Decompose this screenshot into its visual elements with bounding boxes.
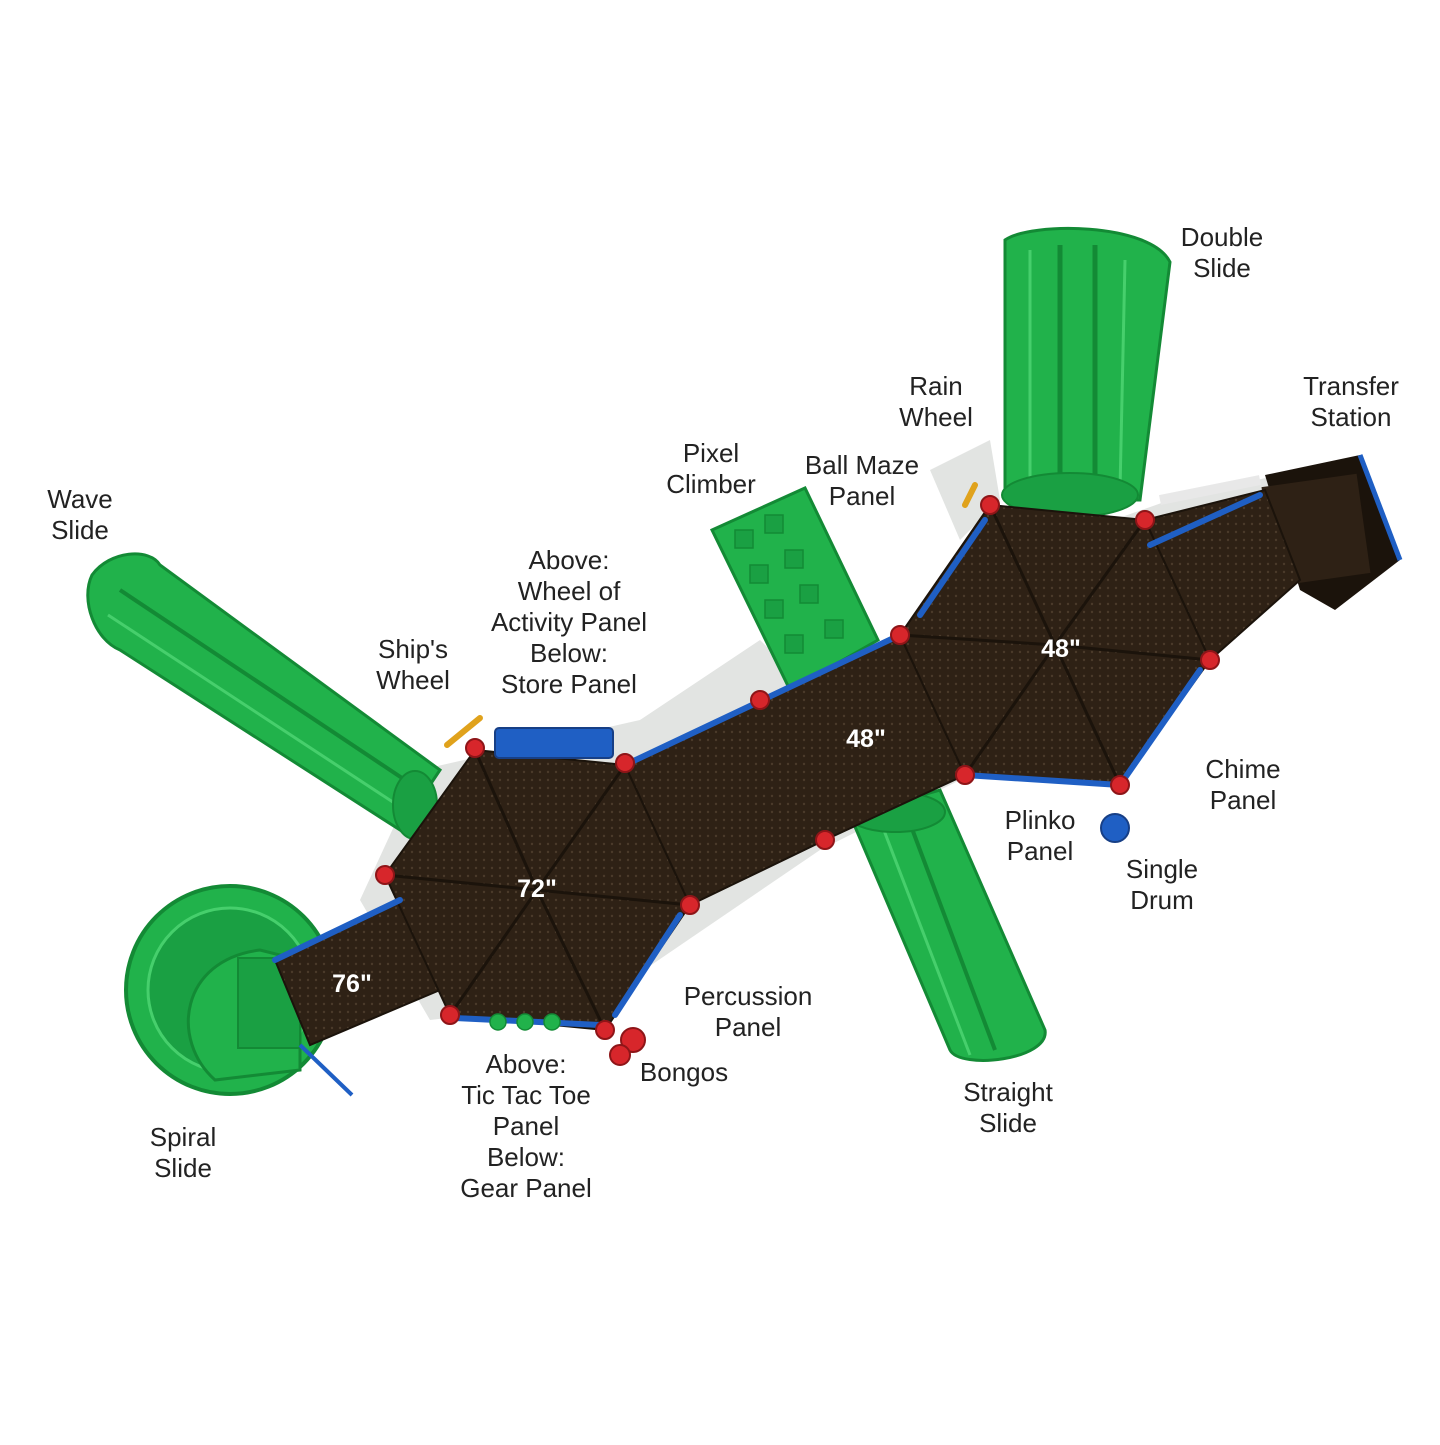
callout-double-slide-line: Slide <box>1193 253 1251 283</box>
straight-slide <box>844 788 1047 1062</box>
callout-double-slide-line: Double <box>1180 222 1264 252</box>
deck-structure <box>273 488 1302 1047</box>
callout-tic-tac-gear-panel-line: Tic Tac Toe <box>461 1080 591 1110</box>
callout-spiral-slide-line: Slide <box>154 1153 212 1183</box>
callout-wave-slide-line: Wave <box>47 484 113 514</box>
callout-rain-wheel-line: Wheel <box>899 402 973 432</box>
deck-height-main-hex: 72" <box>517 875 557 903</box>
callout-wheel-store-panel-line: Below: <box>529 638 609 668</box>
callout-ships-wheel-line: Ship's <box>377 634 449 664</box>
callout-rain-wheel-line: Rain <box>909 371 963 401</box>
callout-wave-slide-line: Slide <box>51 515 109 545</box>
callout-chime-panel-line: Panel <box>1209 785 1277 815</box>
callout-chime-panel-line: Chime <box>1205 754 1281 784</box>
callout-tic-tac-gear-panel-line: Above: <box>485 1049 567 1079</box>
callout-plinko-panel-line: Panel <box>1006 836 1074 866</box>
callout-pixel-climber-line: Climber <box>666 469 756 499</box>
wheel-store-panel <box>494 727 614 759</box>
callout-tic-tac-gear-panel-line: Panel <box>492 1111 560 1141</box>
wave-slide <box>86 552 443 840</box>
callout-straight-slide-line: Straight <box>963 1077 1053 1107</box>
callout-straight-slide-line: Slide <box>979 1108 1037 1138</box>
deck-height-right-hex: 48" <box>1041 635 1081 663</box>
deck-clamps <box>375 495 1220 1040</box>
callout-percussion-panel-line: Percussion <box>683 981 813 1011</box>
callout-plinko-panel-line: Plinko <box>1004 805 1076 835</box>
callout-pixel-climber-line: Pixel <box>682 438 740 468</box>
callout-wheel-store-panel-line: Wheel of <box>517 576 621 606</box>
callout-wheel-store-panel-line: Activity Panel <box>490 607 648 637</box>
callout-single-drum-line: Single <box>1125 854 1199 884</box>
callout-spiral-slide-line: Spiral <box>149 1122 217 1152</box>
pixel-climber <box>709 486 880 693</box>
double-slide <box>1001 227 1172 518</box>
callout-transfer-station-line: Transfer <box>1303 371 1399 401</box>
callout-wheel-store-panel-line: Store Panel <box>501 669 637 699</box>
callout-tic-tac-gear-panel-line: Below: <box>486 1142 566 1172</box>
bongos <box>609 1027 646 1066</box>
callout-bongos: Bongos <box>640 1057 728 1088</box>
callout-ball-maze-panel-line: Ball Maze <box>804 450 920 480</box>
callout-ships-wheel-line: Wheel <box>376 665 450 695</box>
callout-bongos-line: Bongos <box>639 1057 729 1087</box>
callout-ball-maze-panel-line: Panel <box>828 481 896 511</box>
callout-wheel-store-panel-line: Above: <box>528 545 610 575</box>
callout-single-drum-line: Drum <box>1130 885 1194 915</box>
single-drum <box>1100 813 1130 843</box>
rails-and-panels <box>272 492 1263 1028</box>
deck-height-spiral-entry: 76" <box>332 970 372 998</box>
rain-wheel <box>962 482 978 508</box>
deck-height-middle-deck: 48" <box>846 725 886 753</box>
callout-transfer-station-line: Station <box>1310 402 1392 432</box>
tic-tac-gear-panel <box>489 1013 561 1031</box>
spiral-slide <box>124 884 354 1097</box>
callout-percussion-panel-line: Panel <box>714 1012 782 1042</box>
callout-tic-tac-gear-panel-line: Gear Panel <box>460 1173 592 1203</box>
ships-wheel <box>444 715 483 748</box>
